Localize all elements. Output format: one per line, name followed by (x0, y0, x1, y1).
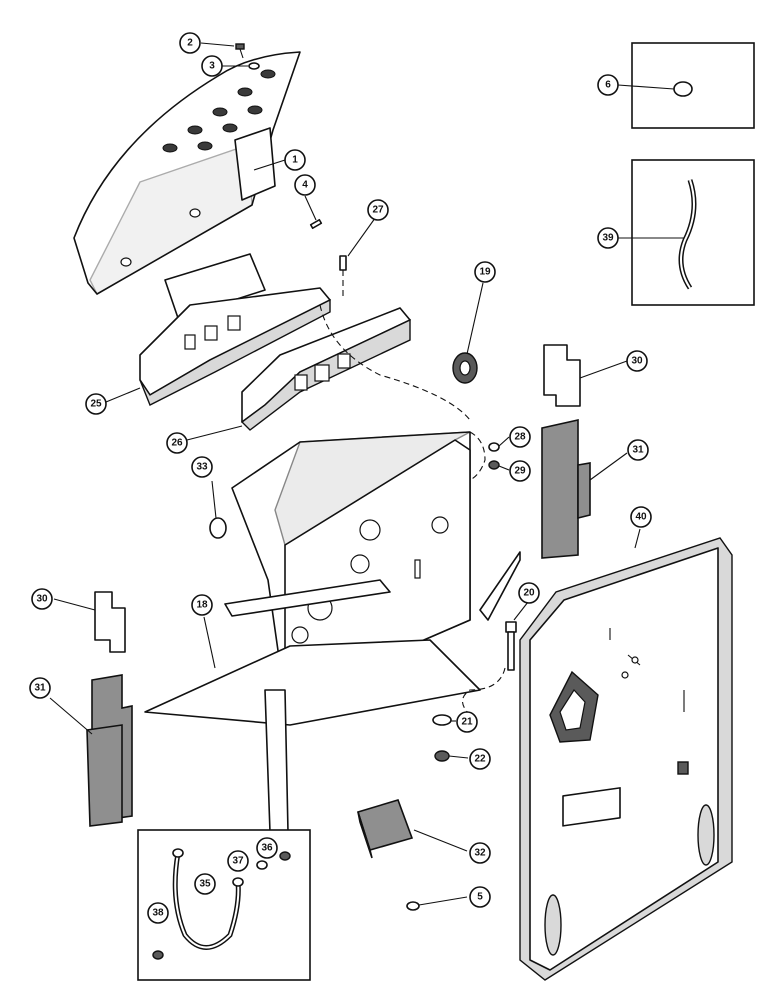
part-31-foam-upper (541, 419, 591, 559)
callout-25: 25 (85, 393, 107, 415)
callout-37: 37 (227, 850, 249, 872)
svg-text:35: 35 (199, 879, 211, 890)
svg-text:30: 30 (36, 594, 48, 605)
leader-lines (49, 42, 684, 906)
svg-text:22: 22 (474, 754, 486, 765)
callout-20: 20 (518, 582, 540, 604)
part-5-clip (406, 901, 420, 911)
callout-31-lower: 31 (29, 677, 51, 699)
part-3-washer (248, 62, 260, 70)
part-1-top-plate (73, 51, 301, 295)
callout-27: 27 (367, 199, 389, 221)
callout-21: 21 (456, 711, 478, 733)
part-30-insulation-upper (543, 344, 581, 407)
part-40-door-panel (519, 537, 733, 981)
part-18-frame (144, 431, 521, 833)
part-28-washer (488, 442, 500, 452)
callout-30-lower: 30 (31, 588, 53, 610)
part-26-bracket (240, 307, 411, 431)
part-27-bolt (339, 255, 347, 300)
part-30-insulation-lower (94, 591, 126, 653)
part-22-nut (434, 750, 450, 762)
svg-text:27: 27 (372, 205, 384, 216)
inset-box-cable (137, 829, 311, 981)
part-25-bracket (139, 253, 331, 406)
svg-text:31: 31 (34, 683, 46, 694)
svg-text:20: 20 (523, 588, 535, 599)
svg-text:36: 36 (261, 843, 273, 854)
callout-19: 19 (474, 261, 496, 283)
svg-text:32: 32 (474, 848, 486, 859)
svg-text:3: 3 (209, 61, 215, 72)
callout-2: 2 (179, 32, 201, 54)
svg-text:25: 25 (90, 399, 102, 410)
part-29-nut (488, 460, 500, 470)
callout-31-upper: 31 (627, 439, 649, 461)
part-20-bolt (505, 621, 517, 671)
svg-text:4: 4 (302, 180, 308, 191)
svg-text:31: 31 (632, 445, 644, 456)
callout-29: 29 (509, 460, 531, 482)
svg-text:28: 28 (514, 432, 526, 443)
callout-28: 28 (509, 426, 531, 448)
svg-text:30: 30 (631, 356, 643, 367)
svg-text:38: 38 (152, 908, 164, 919)
callout-36: 36 (256, 837, 278, 859)
svg-text:40: 40 (635, 512, 647, 523)
inset-box-part-39 (631, 159, 755, 306)
inset-box-part-6 (631, 42, 755, 129)
part-31-foam-lower (86, 674, 133, 827)
callout-33: 33 (191, 456, 213, 478)
callout-6: 6 (597, 74, 619, 96)
callout-18: 18 (191, 594, 213, 616)
callout-4: 4 (294, 174, 316, 196)
svg-text:21: 21 (461, 717, 473, 728)
svg-text:1: 1 (292, 155, 298, 166)
svg-text:33: 33 (196, 462, 208, 473)
callout-1: 1 (284, 149, 306, 171)
callout-38: 38 (147, 902, 169, 924)
svg-text:5: 5 (477, 892, 483, 903)
callout-32: 32 (469, 842, 491, 864)
callout-3: 3 (201, 55, 223, 77)
callout-39: 39 (597, 227, 619, 249)
svg-text:18: 18 (196, 600, 208, 611)
svg-text:39: 39 (602, 233, 614, 244)
svg-text:19: 19 (479, 267, 491, 278)
svg-text:6: 6 (605, 80, 611, 91)
callout-40: 40 (630, 506, 652, 528)
callout-5: 5 (469, 886, 491, 908)
svg-text:29: 29 (514, 466, 526, 477)
part-4-pin (309, 218, 323, 230)
callout-35: 35 (194, 873, 216, 895)
svg-text:2: 2 (187, 38, 193, 49)
callout-26: 26 (166, 432, 188, 454)
part-2-screw (235, 43, 245, 59)
part-21-washer (432, 714, 452, 726)
svg-text:37: 37 (232, 856, 244, 867)
callout-30-upper: 30 (626, 350, 648, 372)
svg-text:26: 26 (171, 438, 183, 449)
part-33-plug (209, 517, 227, 539)
part-19-grommet (452, 352, 478, 384)
part-32-foam-block (356, 799, 414, 859)
callout-22: 22 (469, 748, 491, 770)
